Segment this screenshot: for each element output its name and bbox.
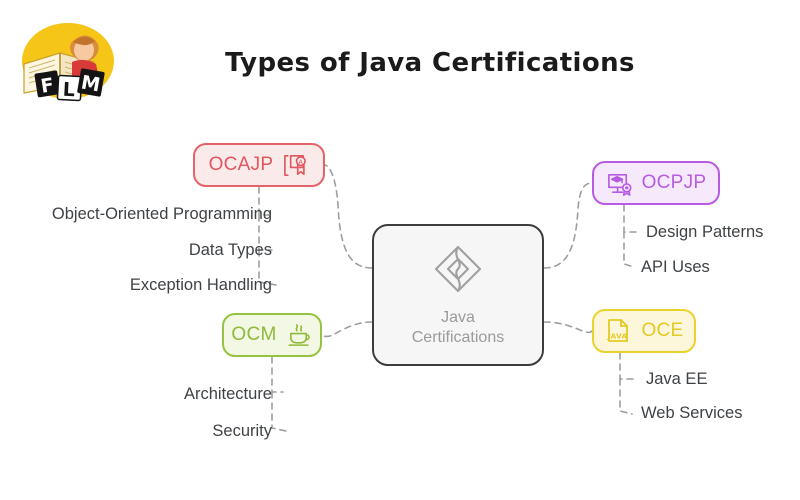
branch-node-ocm[interactable]: OCM: [222, 313, 322, 357]
svg-text:F: F: [39, 74, 55, 98]
center-node-java-certifications[interactable]: Java Certifications: [372, 224, 544, 366]
branch-node-oce[interactable]: JAVA OCE: [592, 309, 696, 353]
svg-text:A: A: [299, 158, 304, 165]
leaf-api-uses: API Uses: [641, 258, 710, 276]
leaf-web-services: Web Services: [641, 404, 743, 422]
branch-label-oce: OCE: [641, 320, 684, 341]
diamond-icon: [432, 243, 484, 300]
graduation-monitor-medal-icon: [606, 170, 633, 197]
svg-text:M: M: [79, 71, 101, 96]
page-title: Types of Java Certifications: [225, 48, 635, 78]
branch-node-ocpjp[interactable]: OCPJP: [592, 161, 720, 205]
leaf-java-ee: Java EE: [646, 370, 708, 388]
svg-text:L: L: [62, 79, 75, 102]
leaf-exception-handling: Exception Handling: [129, 276, 272, 294]
flm-logo: F L M: [16, 20, 120, 102]
branch-label-ocm: OCM: [231, 324, 277, 345]
leaf-design-patterns: Design Patterns: [646, 223, 764, 241]
branch-node-ocajp[interactable]: OCAJP A: [193, 143, 325, 187]
leaf-object-oriented-programming: Object-Oriented Programming: [51, 205, 272, 223]
branch-label-ocajp: OCAJP: [208, 154, 274, 175]
leaf-architecture: Architecture: [183, 385, 272, 403]
branch-label-ocpjp: OCPJP: [641, 172, 707, 193]
svg-text:JAVA: JAVA: [607, 332, 628, 341]
leaf-security: Security: [212, 422, 272, 440]
java-coffee-cup-icon: [286, 322, 313, 349]
java-file-icon: JAVA: [604, 317, 632, 345]
leaf-data-types: Data Types: [188, 241, 272, 259]
certificate-badge-icon: A: [282, 152, 309, 179]
center-node-label: Java Certifications: [412, 308, 504, 348]
center-node-line1: Java: [441, 308, 475, 326]
center-node-line2: Certifications: [411, 328, 505, 346]
